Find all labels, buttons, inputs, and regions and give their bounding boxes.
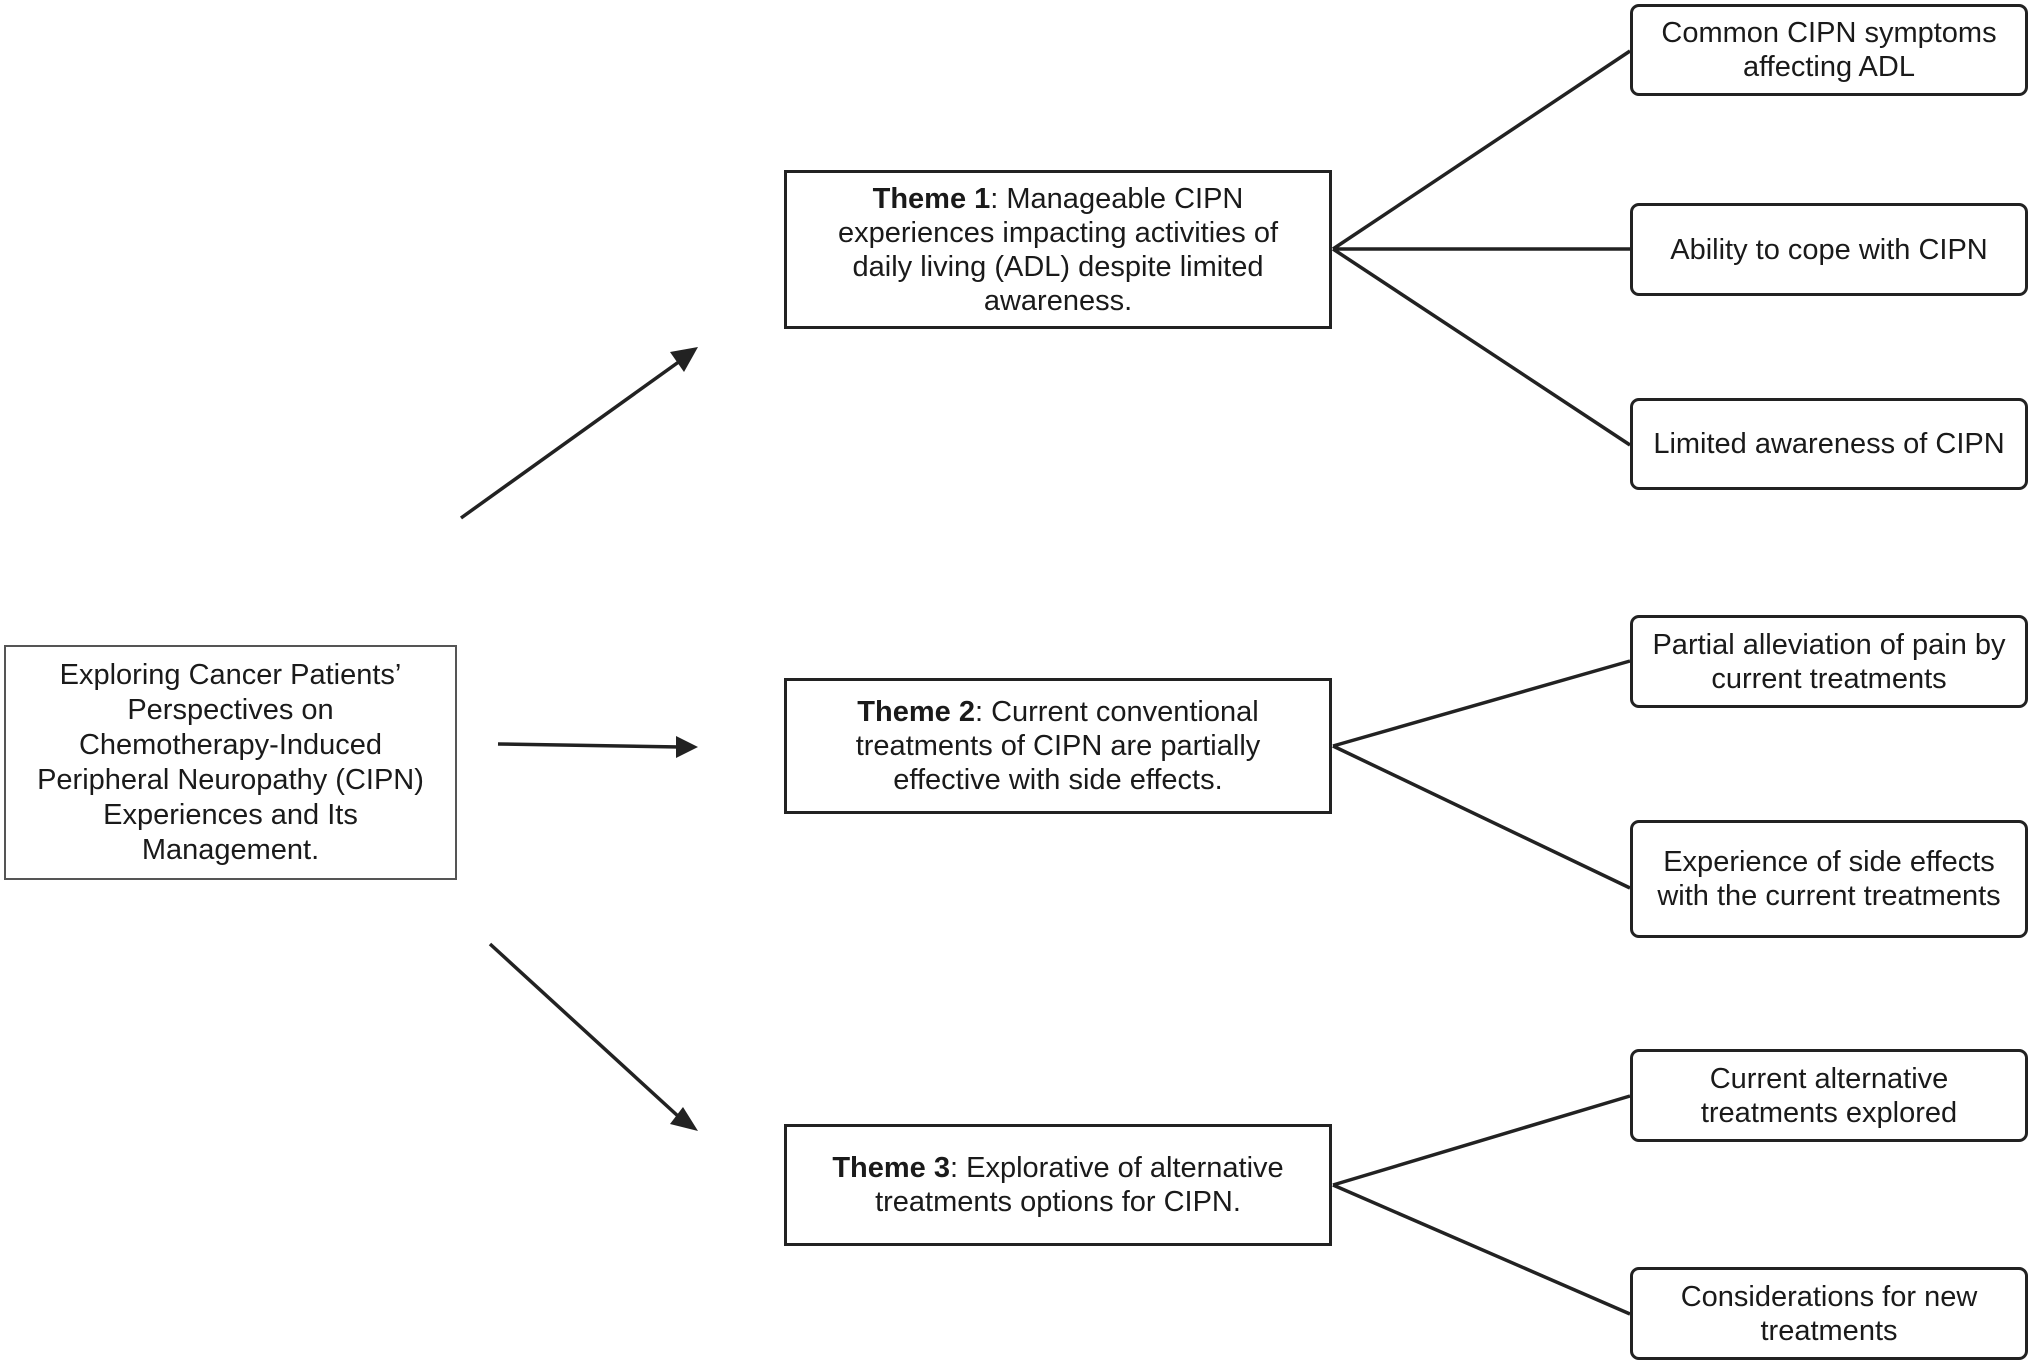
theme-3-box: Theme 3: Explorative of alternative trea… xyxy=(784,1124,1332,1246)
theme-2-content: Theme 2: Current conventional treatments… xyxy=(809,695,1307,797)
subtheme-label: Ability to cope with CIPN xyxy=(1670,233,1988,266)
branch-theme-3-sub-1 xyxy=(1332,1094,1631,1187)
theme-1-subtheme-3: Limited awareness of CIPN xyxy=(1630,398,2028,490)
subtheme-label: Common CIPN symptoms affecting ADL xyxy=(1661,17,1997,83)
arrow-to-theme-2 xyxy=(497,742,681,749)
subtheme-label: Partial alleviation of pain by current t… xyxy=(1652,628,2006,695)
branch-theme-1-sub-3 xyxy=(1332,247,1631,447)
branch-theme-2-sub-2 xyxy=(1332,744,1631,890)
arrowhead-theme-3 xyxy=(670,1107,698,1131)
theme-1-subtheme-1: Common CIPN symptoms affecting ADL xyxy=(1630,4,2028,96)
theme-3-text: : Explorative of alternative treatments … xyxy=(875,1152,1284,1218)
theme-3-subtheme-1: Current alternative treatments explored xyxy=(1630,1049,2028,1142)
root-topic-box: Exploring Cancer Patients’ Perspectives … xyxy=(4,645,457,880)
theme-2-text: : Current conventional treatments of CIP… xyxy=(855,696,1261,796)
subtheme-label: Limited awareness of CIPN xyxy=(1653,428,2005,460)
theme-2-box: Theme 2: Current conventional treatments… xyxy=(784,678,1332,814)
theme-1-content: Theme 1: Manageable CIPN experiences imp… xyxy=(809,182,1307,318)
theme-2-label: Theme 2 xyxy=(857,696,975,728)
theme-1-label: Theme 1 xyxy=(872,182,991,215)
theme-3-content: Theme 3: Explorative of alternative trea… xyxy=(809,1151,1307,1219)
theme-1-subtheme-2: Ability to cope with CIPN xyxy=(1630,203,2028,296)
arrowhead-theme-1 xyxy=(670,347,698,372)
subtheme-label: Considerations for new treatments xyxy=(1680,1280,1978,1347)
theme-3-subtheme-2: Considerations for new treatments xyxy=(1630,1267,2028,1360)
theme-1-text: : Manageable CIPN experiences impacting … xyxy=(837,182,1279,317)
subtheme-label: Current alternative treatments explored xyxy=(1700,1062,1958,1129)
arrowhead-theme-2 xyxy=(676,736,698,758)
branch-theme-3-sub-2 xyxy=(1332,1183,1631,1316)
arrow-to-theme-3 xyxy=(488,942,681,1119)
root-topic-text: Exploring Cancer Patients’ Perspectives … xyxy=(37,658,424,866)
theme-2-subtheme-2: Experience of side effects with the curr… xyxy=(1630,820,2028,938)
theme-3-label: Theme 3 xyxy=(832,1152,950,1184)
theme-1-box: Theme 1: Manageable CIPN experiences imp… xyxy=(784,170,1332,329)
subtheme-label: Experience of side effects with the curr… xyxy=(1657,846,2001,912)
arrow-to-theme-1 xyxy=(459,359,682,520)
branch-theme-2-sub-1 xyxy=(1332,659,1631,748)
branch-theme-1-sub-1 xyxy=(1332,49,1631,251)
theme-2-subtheme-1: Partial alleviation of pain by current t… xyxy=(1630,615,2028,708)
